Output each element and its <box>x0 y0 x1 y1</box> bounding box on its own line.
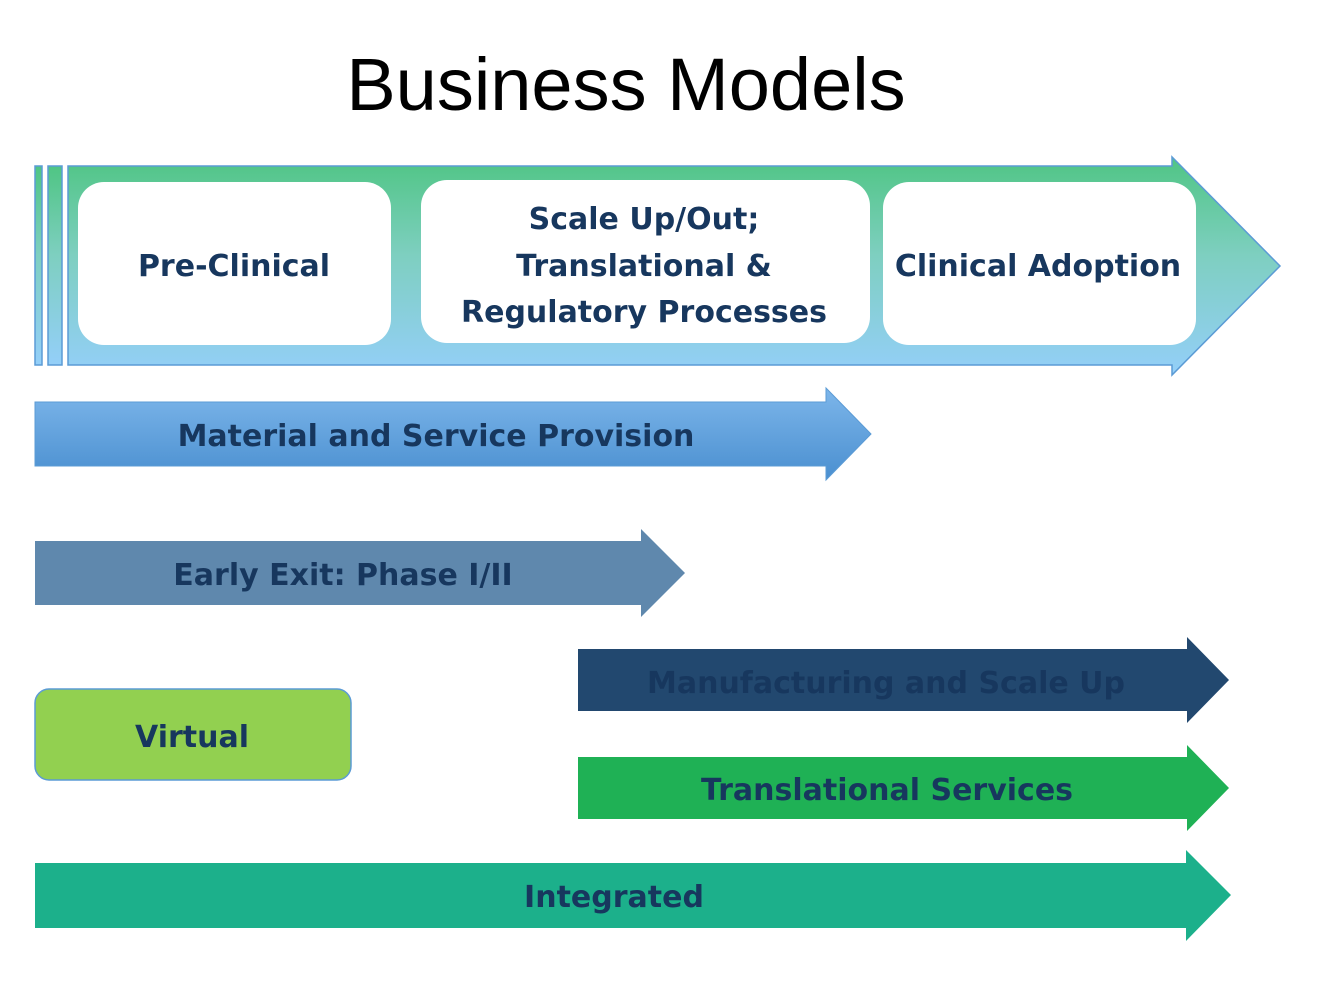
early-exit-arrow: Early Exit: Phase I/II <box>35 529 685 617</box>
page-title: Business Models <box>346 43 905 126</box>
manufacturing-label: Manufacturing and Scale Up <box>647 666 1125 701</box>
stage-label-scale-up-line-1: Scale Up/Out; <box>529 202 760 237</box>
stage-arrow-strip-2 <box>47 165 63 366</box>
stage-label-scale-up-line-3: Regulatory Processes <box>461 295 827 330</box>
stage-box-pre-clinical: Pre-Clinical <box>78 182 391 345</box>
stage-label-pre-clinical: Pre-Clinical <box>138 249 330 284</box>
early-exit-label: Early Exit: Phase I/II <box>173 558 512 593</box>
virtual-label: Virtual <box>135 720 249 755</box>
material-service-arrow: Material and Service Provision <box>34 386 872 482</box>
stage-box-clinical-adoption: Clinical Adoption <box>883 182 1196 345</box>
stage-box-scale-up: Scale Up/Out; Translational & Regulatory… <box>421 180 870 343</box>
integrated-label: Integrated <box>524 880 704 915</box>
stage-label-scale-up-line-2: Translational & <box>516 249 772 284</box>
translational-services-arrow: Translational Services <box>578 745 1229 831</box>
translational-services-label: Translational Services <box>701 773 1073 808</box>
virtual-box: Virtual <box>34 688 352 781</box>
manufacturing-arrow: Manufacturing and Scale Up <box>578 637 1229 723</box>
stage-arrow-strip-1 <box>34 165 43 366</box>
integrated-arrow: Integrated <box>35 850 1231 941</box>
stage-label-clinical-adoption: Clinical Adoption <box>895 249 1181 284</box>
material-service-label: Material and Service Provision <box>178 419 695 454</box>
